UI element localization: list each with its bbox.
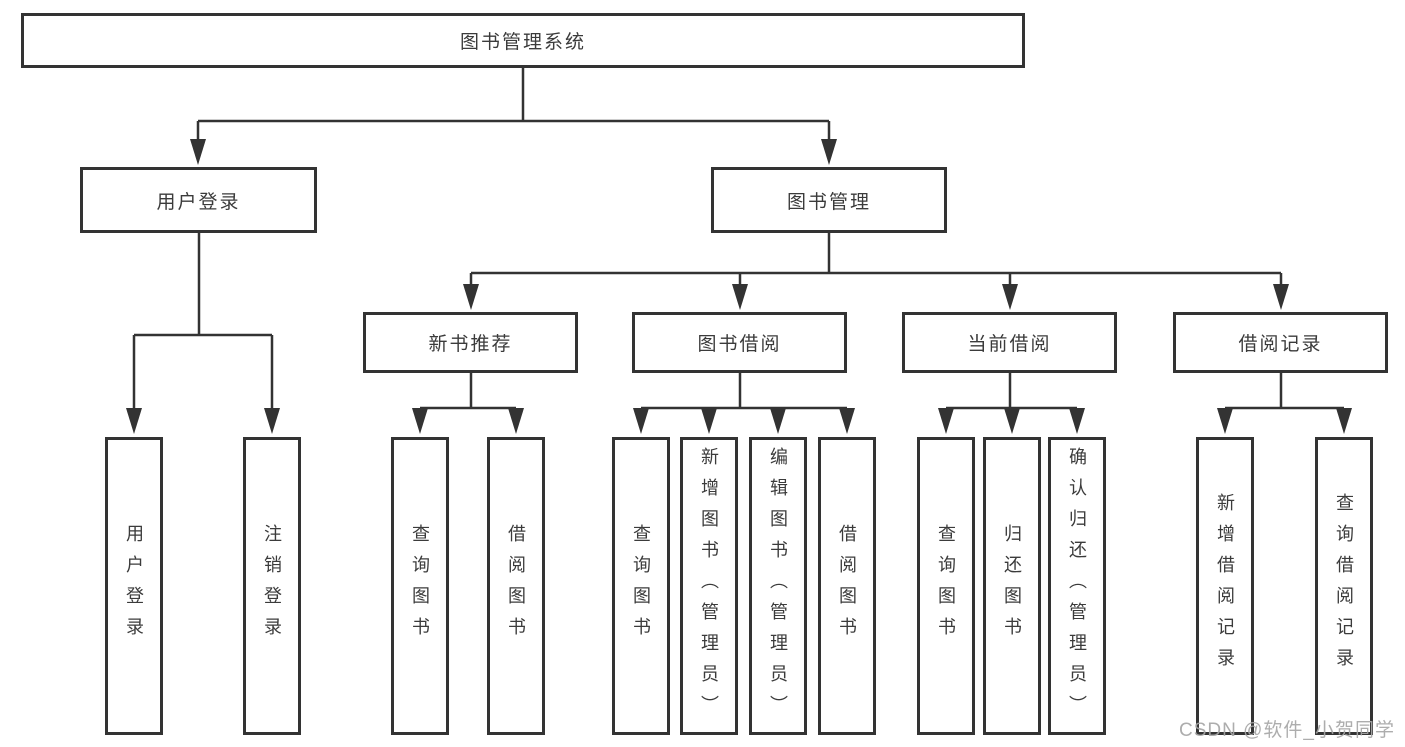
- node-leaf-query-books-1: 查询图书: [391, 437, 449, 735]
- connector-borrow-records: [1217, 373, 1352, 434]
- watermark: CSDN @软件_小贺同学: [1179, 720, 1395, 741]
- connector-book-borrow: [633, 373, 855, 434]
- connector-user-login: [126, 233, 280, 434]
- connector-root: [190, 68, 837, 165]
- node-leaf-add-book-admin: 新增图书（管理员）: [680, 437, 738, 735]
- node-leaf-user-login: 用户登录: [105, 437, 163, 735]
- node-new-book-recommend: 新书推荐: [363, 312, 578, 373]
- connector-new-book-recommend: [412, 373, 524, 434]
- node-leaf-borrow-books-1: 借阅图书: [487, 437, 545, 735]
- node-root: 图书管理系统: [21, 13, 1025, 68]
- node-current-borrow: 当前借阅: [902, 312, 1117, 373]
- node-leaf-borrow-books-2: 借阅图书: [818, 437, 876, 735]
- node-leaf-query-books-3: 查询图书: [917, 437, 975, 735]
- connector-book-management: [463, 233, 1289, 310]
- node-leaf-confirm-return-admin: 确认归还（管理员）: [1048, 437, 1106, 735]
- node-leaf-add-borrow-record: 新增借阅记录: [1196, 437, 1254, 735]
- node-book-borrow: 图书借阅: [632, 312, 847, 373]
- node-leaf-return-book: 归还图书: [983, 437, 1041, 735]
- node-leaf-edit-book-admin: 编辑图书（管理员）: [749, 437, 807, 735]
- node-book-management: 图书管理: [711, 167, 947, 233]
- node-user-login: 用户登录: [80, 167, 317, 233]
- node-leaf-logout: 注销登录: [243, 437, 301, 735]
- node-leaf-query-books-2: 查询图书: [612, 437, 670, 735]
- connector-current-borrow: [938, 373, 1085, 434]
- node-borrow-records: 借阅记录: [1173, 312, 1388, 373]
- node-leaf-query-borrow-record: 查询借阅记录: [1315, 437, 1373, 735]
